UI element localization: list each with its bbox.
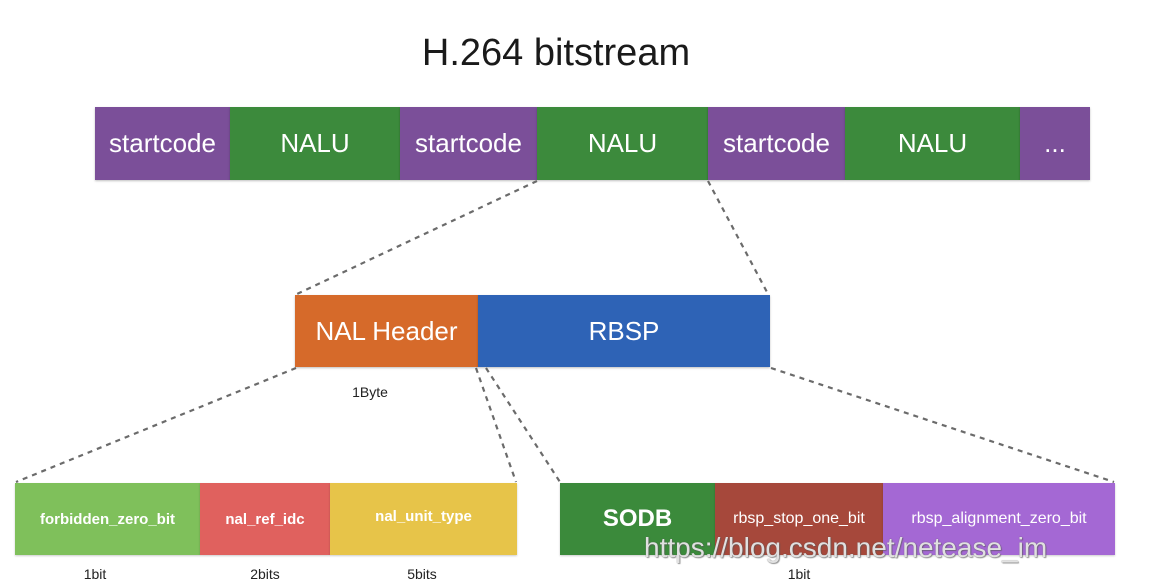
field-label: rbsp_alignment_zero_bit bbox=[911, 510, 1087, 527]
segment-label: NALU bbox=[587, 128, 658, 158]
segment-label: startcode bbox=[415, 128, 522, 158]
nal-ref-idc-block: nal_ref_idc bbox=[200, 483, 330, 555]
segment-label: NALU bbox=[280, 128, 350, 158]
bitstream-startcode: startcode bbox=[708, 107, 845, 180]
field-label: forbidden_zero_bit bbox=[39, 510, 175, 528]
nal-unit-type-size: 5bits bbox=[407, 566, 437, 582]
rbsp-label: RBSP bbox=[588, 315, 660, 346]
bitstream-nalu: NALU bbox=[845, 107, 1020, 180]
rbsp-stop-one-bit-size: 1bit bbox=[787, 566, 811, 582]
nal-header-label: NAL Header bbox=[315, 315, 458, 346]
connector-nalu-to-header bbox=[296, 180, 538, 295]
diagram-title: H.264 bitstream bbox=[421, 32, 691, 74]
segment-label: startcode bbox=[723, 128, 830, 158]
bitstream-startcode: startcode bbox=[95, 107, 230, 180]
rbsp-alignment-zero-bit-block: rbsp_alignment_zero_bit bbox=[883, 483, 1115, 555]
sodb-block: SODB bbox=[560, 483, 715, 555]
segment-label: NALU bbox=[897, 128, 968, 158]
bitstream-nalu: NALU bbox=[537, 107, 708, 180]
segment-label: startcode bbox=[109, 128, 216, 158]
nal-ref-idc-size: 2bits bbox=[250, 566, 280, 582]
forbidden-zero-bit-size: 1bit bbox=[83, 566, 107, 582]
forbidden-zero-bit-block: forbidden_zero_bit bbox=[15, 483, 200, 555]
bitstream-ellipsis: ... bbox=[1020, 107, 1090, 180]
rbsp-stop-one-bit-block: rbsp_stop_one_bit bbox=[715, 483, 883, 555]
connector-rbsp-to-alignment bbox=[770, 366, 1115, 484]
connector-rbsp-to-sodb bbox=[485, 367, 561, 483]
field-label: nal_unit_type bbox=[375, 507, 472, 525]
field-label: nal_ref_idc bbox=[225, 510, 305, 528]
field-label: SODB bbox=[602, 505, 673, 532]
rbsp-block: RBSP bbox=[478, 295, 770, 367]
nal-header-block: NAL Header bbox=[295, 295, 478, 367]
connector-header-to-forbidden bbox=[15, 366, 297, 484]
segment-label: ... bbox=[1044, 128, 1066, 158]
connector-nalu-to-rbsp bbox=[707, 180, 769, 295]
connector-header-to-unit-type bbox=[474, 367, 518, 483]
bitstream-startcode: startcode bbox=[400, 107, 537, 180]
bitstream-nalu: NALU bbox=[230, 107, 400, 180]
nal-header-size: 1Byte bbox=[352, 384, 388, 400]
field-label: rbsp_stop_one_bit bbox=[733, 510, 865, 527]
nal-unit-type-block: nal_unit_type bbox=[330, 483, 517, 555]
